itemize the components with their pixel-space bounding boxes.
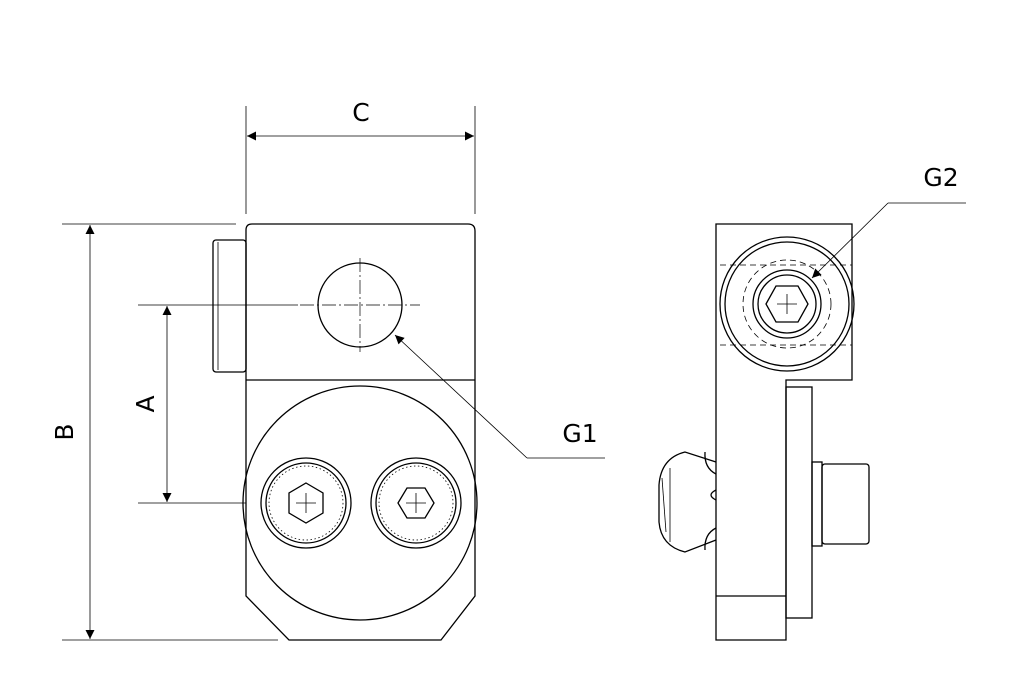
front-view: C B A G1 bbox=[50, 98, 605, 641]
side-view: G2 bbox=[658, 163, 966, 641]
port-g2 bbox=[719, 236, 855, 372]
dimension-b-label: B bbox=[50, 423, 79, 440]
dimension-c: C bbox=[245, 98, 476, 214]
side-body-outline bbox=[715, 223, 853, 641]
front-round-boss bbox=[242, 385, 478, 621]
side-left-fitting bbox=[658, 451, 717, 553]
g2-label: G2 bbox=[923, 163, 958, 192]
leader-g2: G2 bbox=[811, 163, 966, 279]
dimension-c-label: C bbox=[352, 98, 369, 127]
port-g1-circle bbox=[300, 258, 420, 352]
leader-g1: G1 bbox=[394, 334, 605, 459]
socket-screw-right bbox=[370, 457, 462, 549]
side-right-fitting bbox=[811, 461, 870, 547]
side-right-plate bbox=[785, 386, 813, 619]
left-plug bbox=[212, 239, 247, 373]
dimension-b: B bbox=[50, 223, 278, 641]
g1-label: G1 bbox=[562, 419, 597, 448]
socket-screw-left bbox=[260, 457, 352, 549]
front-body-outline bbox=[245, 223, 476, 641]
dimension-a-label: A bbox=[131, 395, 160, 412]
dimension-a: A bbox=[131, 304, 298, 504]
